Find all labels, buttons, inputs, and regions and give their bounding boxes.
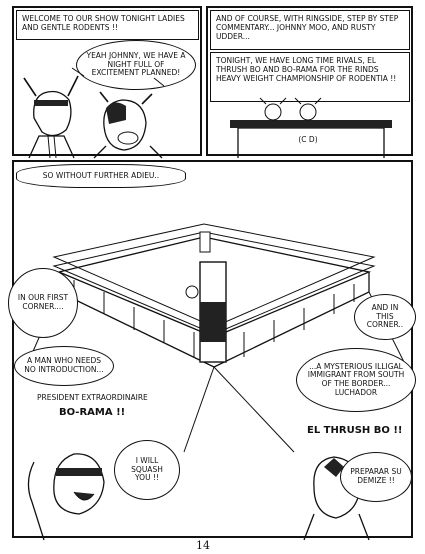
panel-2: And of course, with ringside, step by st… [206,6,413,158]
president-caption: President Extraordinaire [37,393,148,402]
quote-right-bubble: Preparar su Demize !! [340,452,412,502]
panel-1-caption: Welcome to our show tonight ladies and g… [16,10,199,40]
intro-right-bubble: ...A mysterious illigal immigrant from s… [296,348,416,412]
panel-2-commentary-table [230,97,392,158]
corner-left-bubble: In our first corner.... [8,268,78,338]
panel-3: So without further adieu.. In our first … [8,160,416,541]
name-left-caption: Bo-Rama !! [59,407,126,418]
panel-1-bubble: Yeah Johnny, we have a night full of exc… [76,40,196,90]
panel-1: Welcome to our show tonight ladies and g… [12,6,202,159]
panel-2-table-text: (c D) [298,135,318,144]
intro-left-bubble: A man who needs no introduction... [14,346,114,386]
panel-2-caption: And of course, with ringside, step by st… [210,10,410,50]
panel-2-caption-2: Tonight, we have long time rivals, El Th… [210,52,410,102]
quote-left-bubble: I will squash you !! [114,440,180,500]
panel-1-characters [23,67,165,159]
name-right-caption: El Thrush Bo !! [307,425,403,436]
wrestling-ring [23,223,410,541]
page-number: 14 [196,539,210,552]
panel-3-bubble-top: So without further adieu.. [16,164,186,188]
corner-right-bubble: And in this corner.. [354,294,416,340]
